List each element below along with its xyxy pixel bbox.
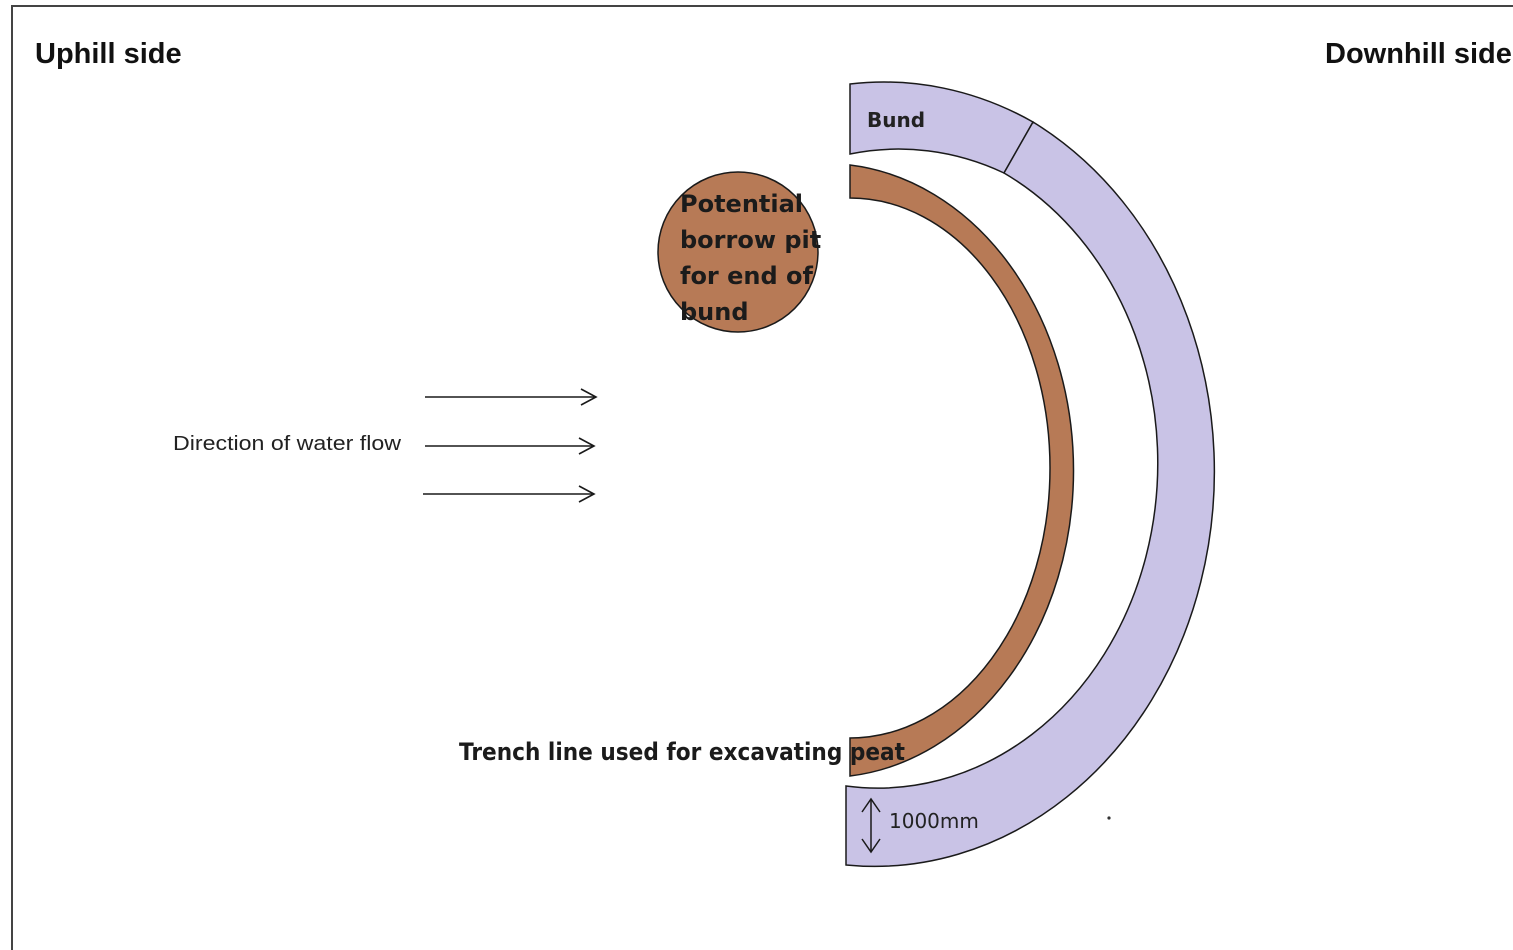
trench-line <box>849 164 1075 777</box>
bund-main-arc <box>845 120 1216 868</box>
uphill-side-label: Uphill side <box>35 38 182 70</box>
dimension-label: 1000mm <box>889 809 979 833</box>
frame-border <box>11 5 1513 950</box>
water-flow-label: Direction of water flow <box>173 433 402 455</box>
bund-label: Bund <box>867 108 925 132</box>
borrow-pit-label-line: bund <box>680 298 749 326</box>
borrow-pit-label-line: borrow pit <box>680 226 821 254</box>
borrow-pit-label-line: Potential <box>680 190 803 218</box>
borrow-pit <box>657 171 819 333</box>
stray-dot <box>1107 816 1111 820</box>
trench-label: Trench line used for excavating peat <box>459 738 905 766</box>
borrow-pit-label-line: for end of <box>680 262 814 290</box>
dimension-arrow-icon <box>861 797 881 854</box>
downhill-side-label: Downhill side <box>1325 38 1512 70</box>
